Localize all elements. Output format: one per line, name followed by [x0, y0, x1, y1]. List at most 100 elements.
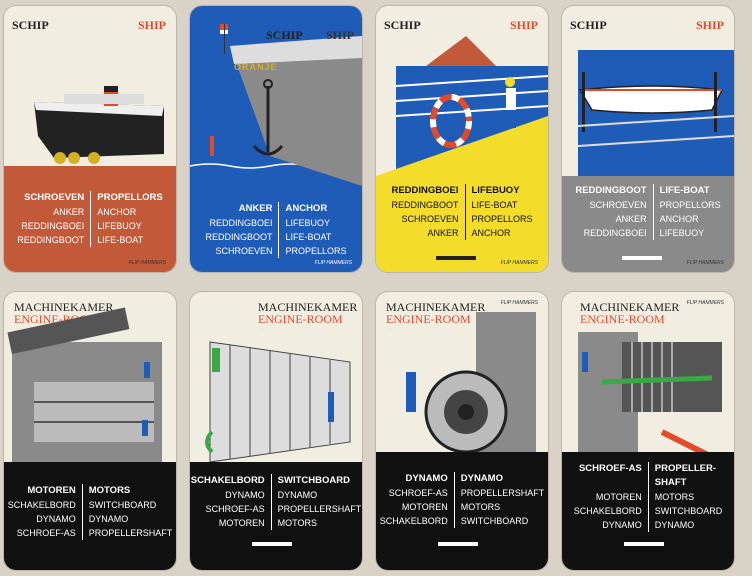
row-en: PROPELLORS	[659, 200, 721, 210]
head-nl: SCHROEVEN	[24, 192, 85, 203]
row-en: LIFE-BOAT	[285, 232, 332, 242]
card-title-en: ENGINE-ROOM	[258, 312, 343, 326]
head-en: SWITCHBOARD	[277, 475, 350, 486]
card-title-nl: MACHINEKAMER	[386, 300, 486, 314]
row-en: PROPELLORS	[471, 214, 533, 224]
card-machinekamer-dynamo[interactable]: MACHINEKAMER ENGINE-ROOM DYNAMO SCHROEF-…	[376, 292, 548, 570]
row-nl: DYNAMO	[602, 520, 642, 530]
head-nl: MOTOREN	[27, 485, 76, 496]
switchboard-illustration	[190, 341, 362, 570]
row-en: DYNAMO	[88, 514, 129, 524]
row-nl: REDDINGBOEI	[583, 228, 647, 238]
head-en: PROPELLORS	[97, 192, 163, 203]
card-title-nl: SCHIP	[266, 28, 303, 42]
row-nl: REDDINGBOOT	[391, 200, 459, 210]
word-list: REDDINGBOOT SCHROEVEN ANKER REDDINGBOEI …	[562, 184, 734, 240]
row-nl: ANKER	[53, 207, 85, 217]
card-title-nl: SCHIP	[384, 18, 421, 32]
lifebuoy-illustration	[376, 36, 548, 272]
row-nl: REDDINGBOOT	[205, 232, 273, 242]
row-en: LIFE-BOAT	[471, 200, 518, 210]
row-nl: SCHROEVEN	[215, 246, 273, 256]
row-nl: SCHAKELBORD	[379, 516, 448, 526]
word-list: SCHAKELBORD DYNAMO SCHROEF-AS MOTOREN SW…	[190, 474, 362, 530]
card-title-en: SHIP	[509, 18, 538, 32]
row-nl: SCHAKELBORD	[573, 506, 642, 516]
row-nl: SCHROEVEN	[401, 214, 459, 224]
engine-illustration	[4, 307, 176, 570]
head-en: DYNAMO	[460, 473, 503, 484]
word-list: ANKER REDDINGBOEI REDDINGBOOT SCHROEVEN …	[190, 202, 362, 258]
row-nl: DYNAMO	[36, 514, 76, 524]
card-schip-anker[interactable]: SCHIP SHIP ORANJE ANKER REDDINGBOEI REDD…	[190, 6, 362, 272]
row-en: ANCHOR	[471, 228, 511, 238]
row-en: SWITCHBOARD	[460, 516, 529, 526]
card-machinekamer-schroef-as[interactable]: MACHINEKAMER ENGINE-ROOM SCHROEF-AS MOTO…	[562, 292, 734, 570]
card-title-nl: MACHINEKAMER	[580, 300, 680, 314]
row-nl: SCHROEVEN	[589, 200, 647, 210]
head-nl: DYNAMO	[405, 473, 448, 484]
row-nl: REDDINGBOEI	[21, 221, 85, 231]
row-nl: SCHAKELBORD	[7, 500, 76, 510]
row-en: MOTORS	[654, 492, 695, 502]
card-title-en: ENGINE-ROOM	[580, 312, 665, 326]
head-en: LIFEBUOY	[471, 185, 520, 196]
artist-signature: FLIP HAMMERS	[128, 260, 166, 266]
head-en: ANCHOR	[285, 203, 328, 214]
row-nl: ANKER	[427, 228, 459, 238]
row-en: SWITCHBOARD	[654, 506, 723, 516]
row-nl: SCHROEF-AS	[205, 504, 265, 514]
row-en: DYNAMO	[277, 490, 318, 500]
word-list: SCHROEF-AS MOTOREN SCHAKELBORD DYNAMO PR…	[562, 462, 734, 532]
row-nl: ANKER	[615, 214, 647, 224]
row-en: PROPELLERSHAFT	[277, 504, 362, 514]
head-nl: REDDINGBOEI	[391, 185, 459, 196]
head-nl: REDDINGBOOT	[575, 185, 647, 196]
row-en: LIFEBUOY	[285, 218, 330, 228]
card-machinekamer-motoren[interactable]: MACHINEKAMER ENGINE-ROOM MOTOREN SCHAKEL…	[4, 292, 176, 570]
head-en: PROPELLER-SHAFT	[654, 463, 716, 488]
row-en: ANCHOR	[97, 207, 137, 217]
row-en: PROPELLERSHAFT	[460, 488, 545, 498]
artist-signature: FLIP HAMMERS	[686, 260, 724, 266]
ship-hull-illustration	[4, 86, 176, 272]
word-list: SCHROEVEN ANKER REDDINGBOEI REDDINGBOOT …	[4, 191, 176, 247]
row-en: MOTORS	[277, 518, 318, 528]
card-schip-reddingboot[interactable]: SCHIP SHIP REDDINGBOOT SCHROEVEN ANKER R…	[562, 6, 734, 272]
head-nl: SCHROEF-AS	[578, 463, 642, 474]
row-en: MOTORS	[460, 502, 501, 512]
row-en: DYNAMO	[654, 520, 695, 530]
ship-name: ORANJE	[234, 62, 278, 72]
card-title-en: ENGINE-ROOM	[386, 312, 471, 326]
dynamo-illustration	[376, 312, 548, 570]
card-title-nl: MACHINEKAMER	[14, 300, 114, 314]
artist-signature: FLIP HAMMERS	[500, 260, 538, 266]
card-schip-schroeven[interactable]: SCHIP SHIP SCHROEVEN ANKER REDDINGBOEI R…	[4, 6, 176, 272]
row-nl: REDDINGBOEI	[209, 218, 273, 228]
card-title-nl: SCHIP	[12, 18, 49, 32]
artist-signature: FLIP HAMMERS	[686, 300, 724, 306]
row-nl: MOTOREN	[218, 518, 265, 528]
row-nl: MOTOREN	[595, 492, 642, 502]
ship-anchor-illustration	[190, 6, 362, 272]
head-en: LIFE-BOAT	[659, 185, 710, 196]
card-title-en: SHIP	[325, 28, 354, 42]
row-nl: DYNAMO	[225, 490, 265, 500]
card-schip-reddingboei[interactable]: SCHIP SHIP REDDINGBOEI REDDINGBOOT SCHRO…	[376, 6, 548, 272]
lifeboat-illustration	[562, 50, 734, 272]
card-machinekamer-schakelbord[interactable]: MACHINEKAMER ENGINE-ROOM SCHAKELBORD DYN…	[190, 292, 362, 570]
row-en: PROPELLERSHAFT	[88, 528, 173, 538]
row-en: ANCHOR	[659, 214, 699, 224]
artist-signature: FLIP HAMMERS	[314, 260, 352, 266]
head-nl: ANKER	[238, 203, 273, 214]
card-title-nl: MACHINEKAMER	[258, 300, 358, 314]
row-en: LIFE-BOAT	[97, 235, 144, 245]
word-list: MOTOREN SCHAKELBORD DYNAMO SCHROEF-AS MO…	[4, 484, 176, 540]
row-en: LIFEBUOY	[97, 221, 142, 231]
word-list: REDDINGBOEI REDDINGBOOT SCHROEVEN ANKER …	[376, 184, 548, 240]
row-en: LIFEBUOY	[659, 228, 705, 238]
card-title-nl: SCHIP	[570, 18, 607, 32]
head-en: MOTORS	[88, 485, 131, 496]
row-nl: SCHROEF-AS	[16, 528, 76, 538]
card-title-en: SHIP	[695, 18, 724, 32]
